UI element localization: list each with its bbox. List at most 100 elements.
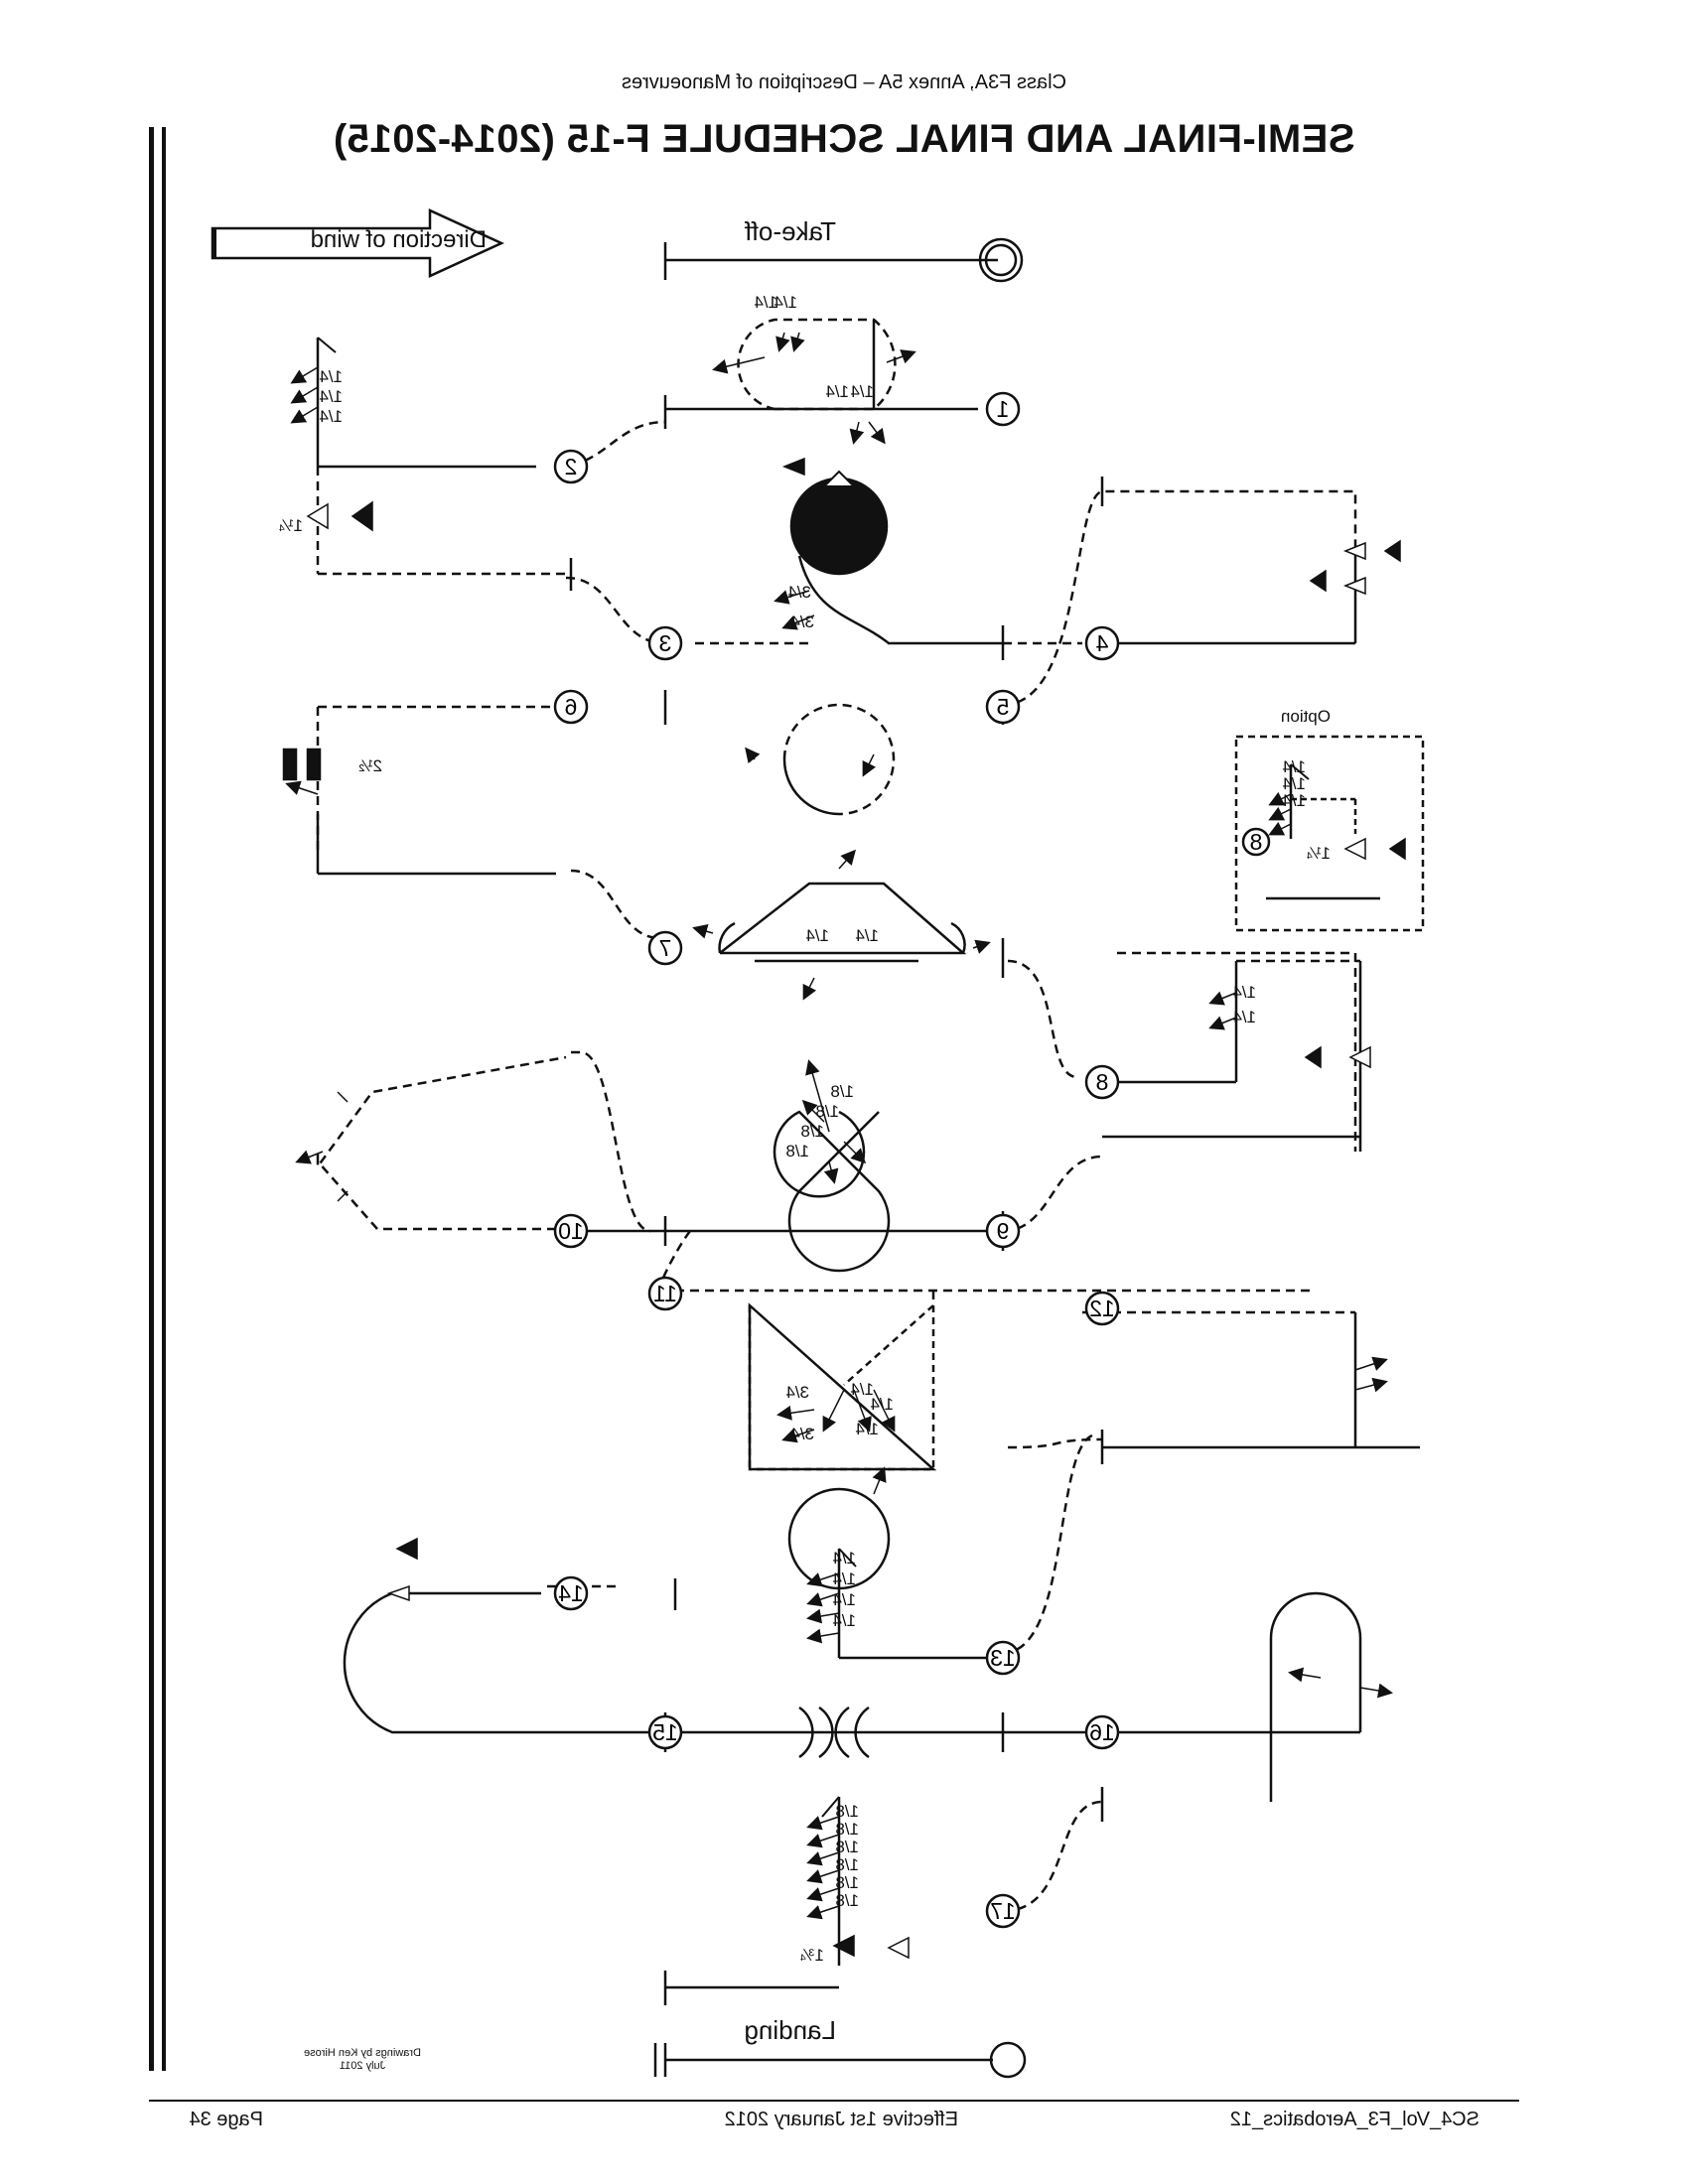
manoeuvre-number-13: 12 — [1084, 1291, 1120, 1326]
manoeuvre-12-figure — [1100, 1312, 1420, 1464]
margin-bar-inner — [162, 127, 166, 2071]
frac-m13-d: 1/4 — [832, 1611, 856, 1630]
manoeuvre-16-figure — [1100, 1591, 1393, 1822]
manoeuvre-number-7: 7 — [647, 930, 683, 966]
frac-m17-e: 1/8 — [835, 1873, 859, 1892]
landing-line — [653, 2041, 1027, 2079]
frac-m3-a: 3/4 — [787, 583, 811, 602]
manoeuvre-number-label: 8 — [1096, 1069, 1109, 1095]
manoeuvre-14-figure — [343, 1537, 1360, 1759]
frac-m2-c: 1/4 — [319, 407, 343, 426]
frac-m9-d: 1/8 — [785, 1142, 809, 1160]
manoeuvre-8-figure — [1102, 959, 1371, 1152]
manoeuvre-number-label: 17 — [990, 1898, 1016, 1924]
frac-m1-a: 1/4 — [774, 293, 797, 312]
frac-m2-b: 1/4 — [319, 387, 343, 406]
manoeuvre-17-figure — [663, 1796, 910, 2005]
manoeuvre-9-figure — [773, 1059, 891, 1273]
frac-m2-a: 1/4 — [319, 367, 343, 386]
frac-opt-c: 1/4 — [1282, 791, 1306, 810]
manoeuvre-number-2: 2 — [553, 449, 589, 484]
manoeuvre-number-6: 6 — [553, 689, 589, 725]
manoeuvre-number-5: 5 — [985, 689, 1021, 725]
manoeuvre-number-label: 5 — [997, 694, 1010, 720]
frac-m8-a: 1/4 — [1232, 983, 1256, 1002]
frac-m3-b: 3/4 — [790, 613, 814, 631]
frac-m13-c: 1/4 — [832, 1590, 856, 1609]
manoeuvre-number-17: 16 — [1084, 1714, 1120, 1750]
frac-m11-d: 1/4 — [870, 1395, 894, 1414]
manoeuvre-number-label: 16 — [1089, 1719, 1115, 1745]
manoeuvre-1-figure — [663, 318, 978, 445]
frac-m9-b: 1/8 — [815, 1102, 839, 1121]
manoeuvre-number-8: 8 — [1241, 827, 1271, 857]
frac-m17-d: 1/8 — [835, 1855, 859, 1874]
manoeuvre-6-figure — [282, 748, 556, 876]
frac-m17-a: 1/8 — [835, 1802, 859, 1821]
option-box — [1234, 735, 1425, 932]
frac-m1-b: 1/4 — [754, 293, 777, 312]
frac-opt-b: 1/4 — [1282, 774, 1306, 793]
manoeuvre-number-18: 17 — [985, 1893, 1021, 1929]
frac-m11-e: 1/4 — [855, 1420, 879, 1438]
manoeuvre-number-label: 7 — [659, 935, 672, 961]
manoeuvre-4-figure — [1100, 477, 1401, 645]
manoeuvre-number-15: 14 — [553, 1575, 589, 1611]
manoeuvre-number-3: 3 — [647, 625, 683, 661]
manoeuvre-number-label: 3 — [659, 630, 672, 656]
manoeuvre-number-label: 4 — [1095, 630, 1108, 656]
manoeuvre-3-figure — [774, 457, 1005, 660]
frac-m11-b: 3/4 — [790, 1425, 814, 1443]
frac-m7-a: 1/4 — [805, 926, 829, 945]
frac-m17-c: 1/8 — [835, 1838, 859, 1856]
margin-bar-outer — [149, 127, 154, 2071]
manoeuvre-number-label: 8 — [1250, 829, 1263, 855]
manoeuvre-number-label: 11 — [653, 1281, 677, 1306]
frac-m17-b: 1/8 — [835, 1820, 859, 1839]
manoeuvre-number-4: 4 — [1084, 625, 1120, 661]
frac-opt-d: 1¼ — [1307, 844, 1331, 863]
manoeuvre-11-figure — [748, 1302, 937, 1495]
dashed-connectors — [316, 420, 1357, 1913]
manoeuvre-number-label: 15 — [652, 1719, 678, 1745]
manoeuvre-number-11: 10 — [553, 1213, 589, 1249]
manoeuvre-2-figure — [290, 337, 573, 591]
frac-m1-d: 1/4 — [825, 382, 849, 401]
frac-m2-d: 1¼ — [279, 516, 303, 535]
frac-opt-a: 1/4 — [1282, 757, 1306, 776]
frac-m13-b: 1/4 — [832, 1570, 856, 1588]
manoeuvre-number-label: 6 — [565, 694, 578, 720]
manoeuvre-number-10: 9 — [985, 1213, 1021, 1249]
frac-m9-c: 1/8 — [800, 1122, 824, 1141]
frac-m7-b: 1/4 — [855, 926, 879, 945]
manoeuvre-number-label: 1 — [997, 396, 1010, 422]
takeoff-line — [663, 237, 1024, 283]
frac-m17-f: 1/8 — [835, 1891, 859, 1910]
manoeuvre-number-label: 12 — [1089, 1296, 1115, 1321]
manoeuvre-number-label: 10 — [558, 1218, 584, 1244]
frac-m9-a: 1/8 — [830, 1082, 854, 1101]
manoeuvre-number-12: 11 — [647, 1276, 683, 1311]
frac-m8-b: 1/4 — [1232, 1008, 1256, 1026]
manoeuvre-number-14: 13 — [985, 1640, 1021, 1676]
manoeuvre-13-figure — [787, 1487, 1003, 1660]
frac-m11-a: 3/4 — [785, 1383, 809, 1402]
manoeuvre-number-label: 2 — [565, 454, 578, 479]
footer-rule — [149, 2100, 1519, 2102]
manoeuvre-number-1: 1 — [985, 391, 1021, 427]
manoeuvre-number-9: 8 — [1084, 1064, 1120, 1100]
manoeuvre-number-label: 14 — [558, 1580, 584, 1606]
manoeuvre-number-16: 15 — [647, 1714, 683, 1750]
manoeuvre-number-label: 13 — [990, 1645, 1016, 1671]
manoeuvre-number-label: 9 — [997, 1218, 1010, 1244]
frac-m11-c: 1/4 — [850, 1380, 874, 1399]
frac-m1-c: 1/4 — [850, 382, 874, 401]
manoeuvre-7-figure — [692, 849, 1005, 1001]
frac-m6: 2½ — [358, 756, 382, 775]
frac-m17-g: 1¾ — [800, 1946, 824, 1965]
wind-arrow-icon — [211, 208, 505, 278]
